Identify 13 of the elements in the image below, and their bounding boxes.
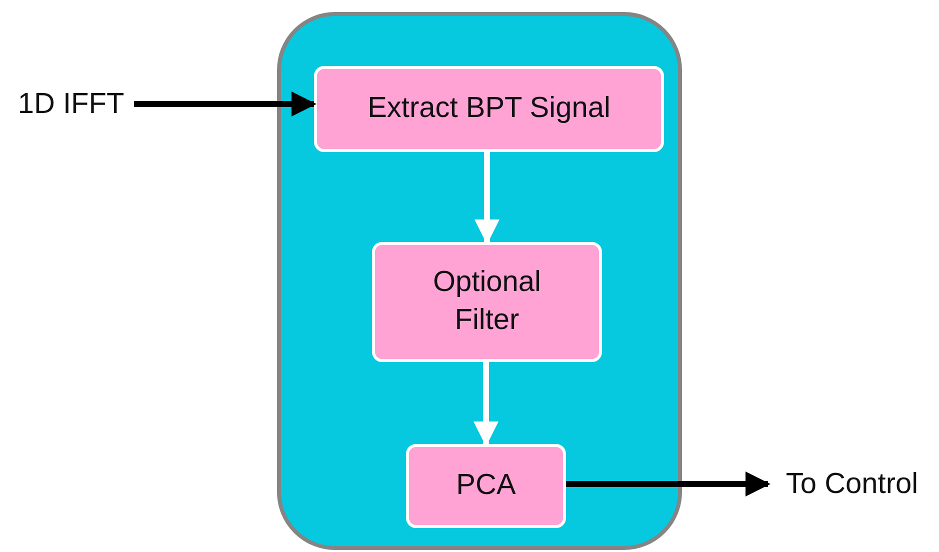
node-text: Extract BPT Signal — [368, 91, 610, 126]
arrow — [474, 152, 500, 245]
node-text: 1D IFFT — [18, 88, 124, 120]
node-text: To Control — [786, 468, 918, 500]
process-group-panel — [277, 12, 682, 550]
process-box — [314, 66, 664, 152]
node-text: PCA — [456, 468, 516, 504]
node-text: Optional Filter — [432, 265, 542, 338]
arrow — [566, 471, 771, 497]
process-box — [372, 242, 602, 362]
process-box — [406, 444, 566, 528]
arrow — [134, 91, 317, 117]
arrow — [473, 362, 499, 447]
